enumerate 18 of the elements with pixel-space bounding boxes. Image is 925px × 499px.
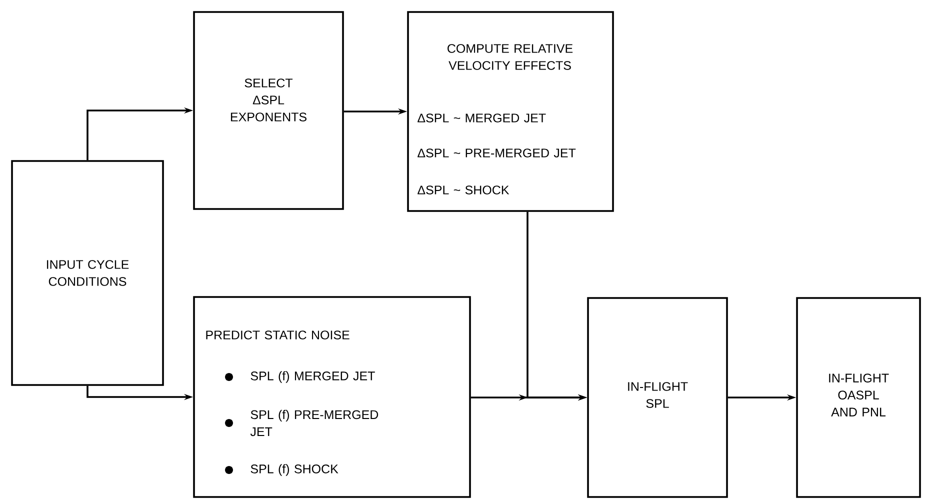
box-text: ΔSPL ~ SHOCK <box>418 186 510 194</box>
process-box <box>587 297 728 498</box>
box-text: INPUT CYCLE CONDITIONS <box>47 260 129 286</box>
box-text: IN-FLIGHT SPL <box>628 382 688 408</box>
process-box <box>796 297 921 498</box>
box-text: COMPUTE RELATIVE VELOCITY EFFECTS <box>448 44 573 70</box>
box-text: IN-FLIGHT OASPL AND PNL <box>829 374 889 416</box>
box-text: ΔSPL ~ PRE-MERGED JET <box>418 148 576 158</box>
box-text: ΔSPL ~ MERGED JET <box>418 114 546 122</box>
process-box <box>193 11 344 210</box>
box-text: SPL (f) MERGED JET <box>250 371 375 383</box>
process-box <box>407 11 614 212</box>
box-text: SPL (f) SHOCK <box>250 464 338 476</box>
box-text: PREDICT STATIC NOISE <box>206 330 350 340</box>
box-text: SPL (f) PRE-MERGED JET <box>250 410 378 436</box>
process-box <box>11 160 164 386</box>
box-text: SELECT ΔSPL EXPONENTS <box>230 78 306 122</box>
process-box <box>193 296 471 498</box>
